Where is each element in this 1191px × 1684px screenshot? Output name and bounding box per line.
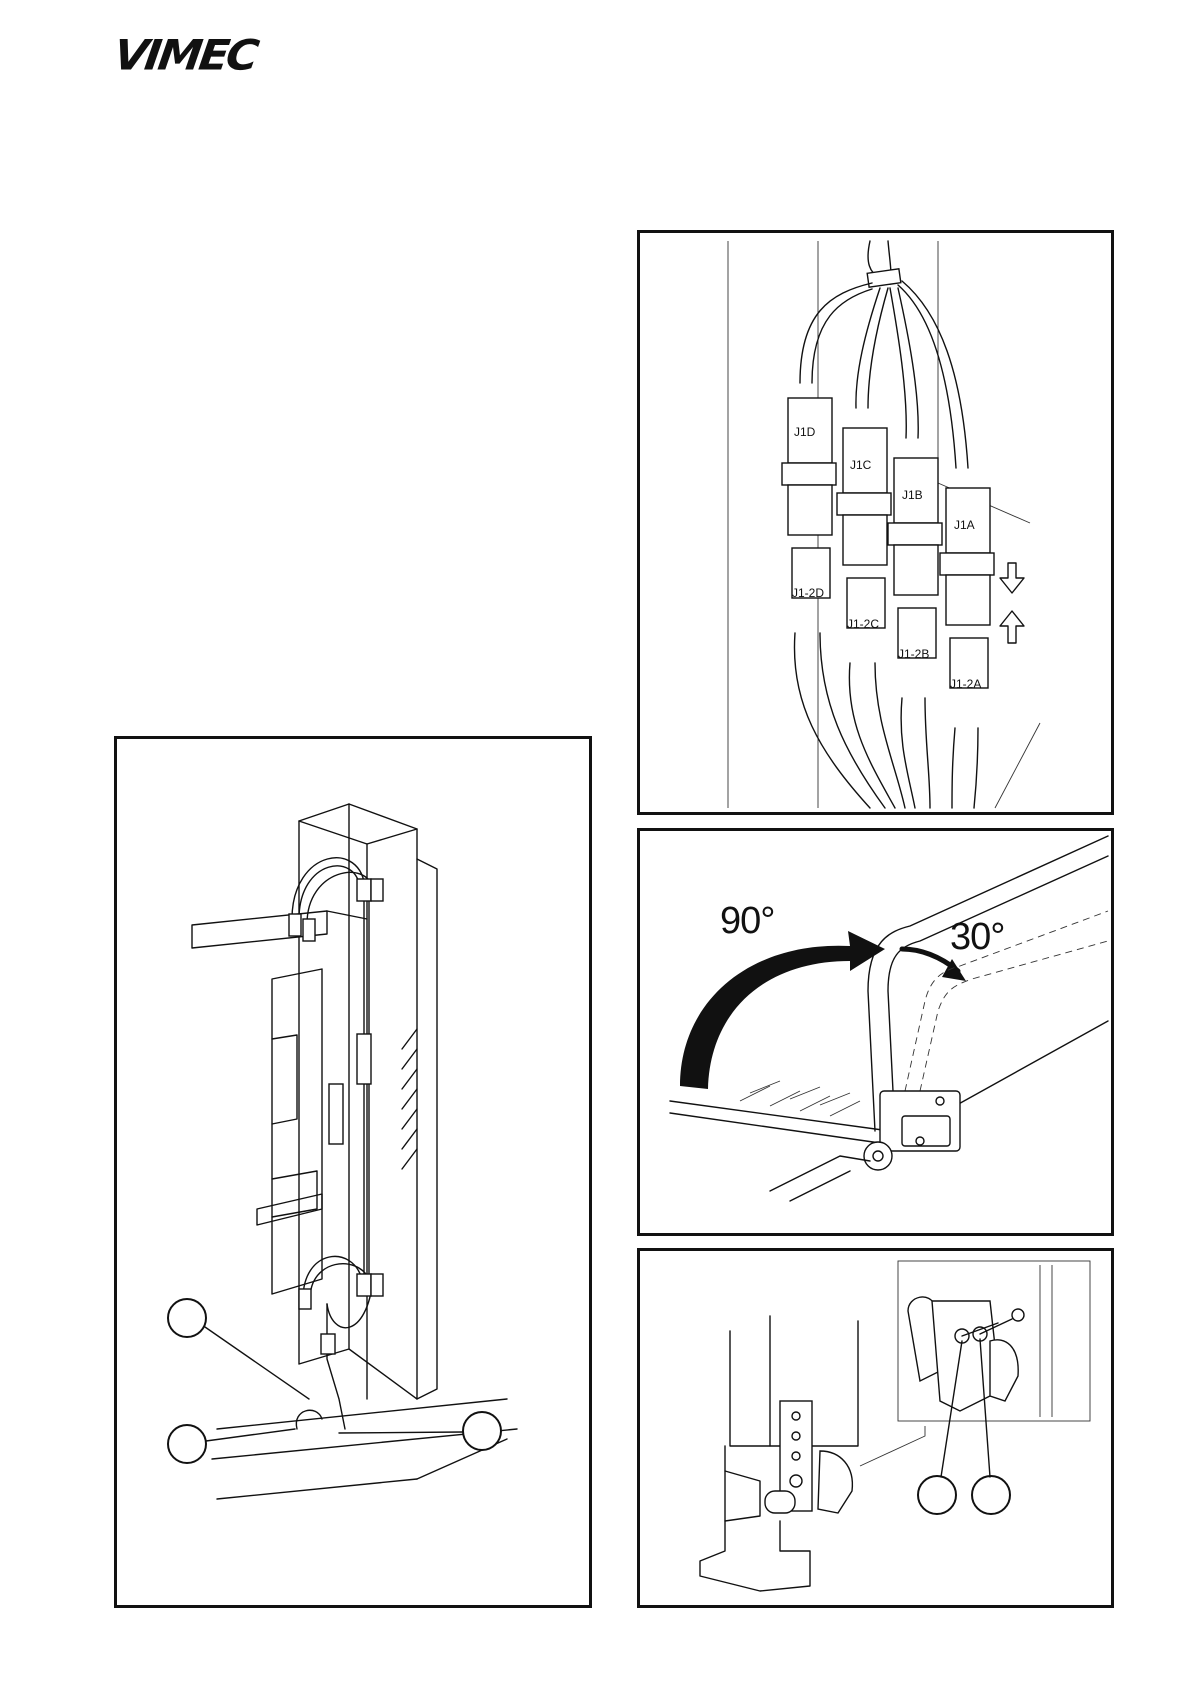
logo-text: VIMEC (111, 35, 258, 77)
angle-label-90: 90° (720, 900, 774, 942)
callout-circle (972, 1476, 1010, 1514)
connector-label-j1-2b: J1-2B (898, 647, 929, 661)
rotation-arrow-90 (680, 931, 885, 1089)
connector-label-j1d: J1D (794, 425, 816, 439)
lift-column-drawing (117, 739, 589, 1605)
connector-harness-drawing: J1D J1-2D J1C J1-2C J1B J1-2B J1A J1-2A (640, 233, 1111, 812)
connector-label-j1c: J1C (850, 458, 872, 472)
connector-label-j1a: J1A (954, 518, 975, 532)
connector-label-j1b: J1B (902, 488, 923, 502)
callout-circle (168, 1425, 206, 1463)
ramp-fold-drawing: 90° 30° (640, 831, 1111, 1233)
connector-label-j1-2d: J1-2D (792, 586, 824, 600)
connector-label-j1-2a: J1-2A (950, 677, 981, 691)
connector-harness-figure: J1D J1-2D J1C J1-2C J1B J1-2B J1A J1-2A (637, 230, 1114, 815)
callout-circle (918, 1476, 956, 1514)
ramp-fold-figure: 90° 30° (637, 828, 1114, 1236)
connector-label-j1-2c: J1-2C (847, 617, 879, 631)
lift-column-figure (114, 736, 592, 1608)
hinge-detail-drawing (640, 1251, 1111, 1605)
callout-circle (168, 1299, 206, 1337)
hinge-detail-figure (637, 1248, 1114, 1608)
callout-circle (463, 1412, 501, 1450)
angle-label-30: 30° (950, 916, 1004, 958)
brand-logo: VIMEC (114, 34, 242, 78)
